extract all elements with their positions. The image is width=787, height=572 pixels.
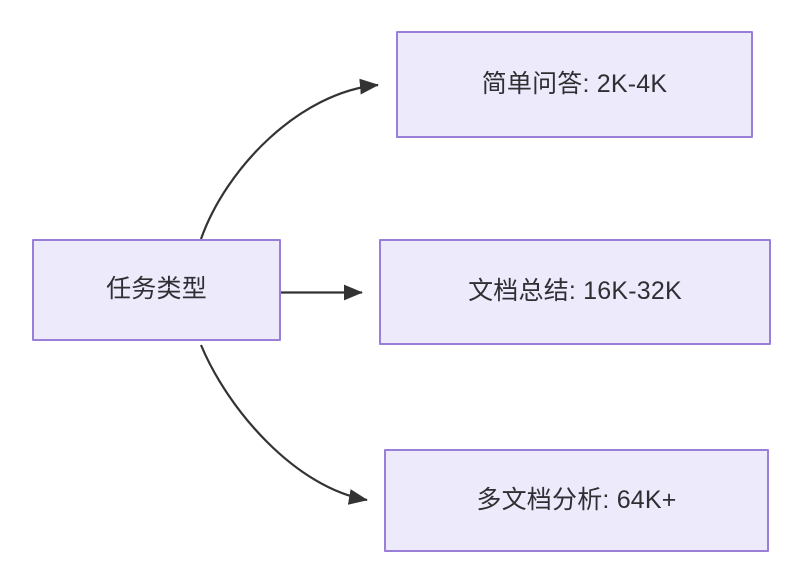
node-doc-summary[interactable]: 文档总结: 16K-32K <box>379 239 771 345</box>
node-multi-doc[interactable]: 多文档分析: 64K+ <box>384 449 769 552</box>
edge-to-multi-doc <box>199 344 368 505</box>
node-simple-qa[interactable]: 简单问答: 2K-4K <box>396 31 753 138</box>
node-simple-qa-label: 简单问答: 2K-4K <box>481 69 668 98</box>
node-task-type-label: 任务类型 <box>106 275 207 304</box>
edge-to-simple-qa <box>199 78 379 240</box>
node-task-type[interactable]: 任务类型 <box>32 239 281 341</box>
node-doc-summary-label: 文档总结: 16K-32K <box>468 277 682 306</box>
node-multi-doc-label: 多文档分析: 64K+ <box>476 485 677 514</box>
